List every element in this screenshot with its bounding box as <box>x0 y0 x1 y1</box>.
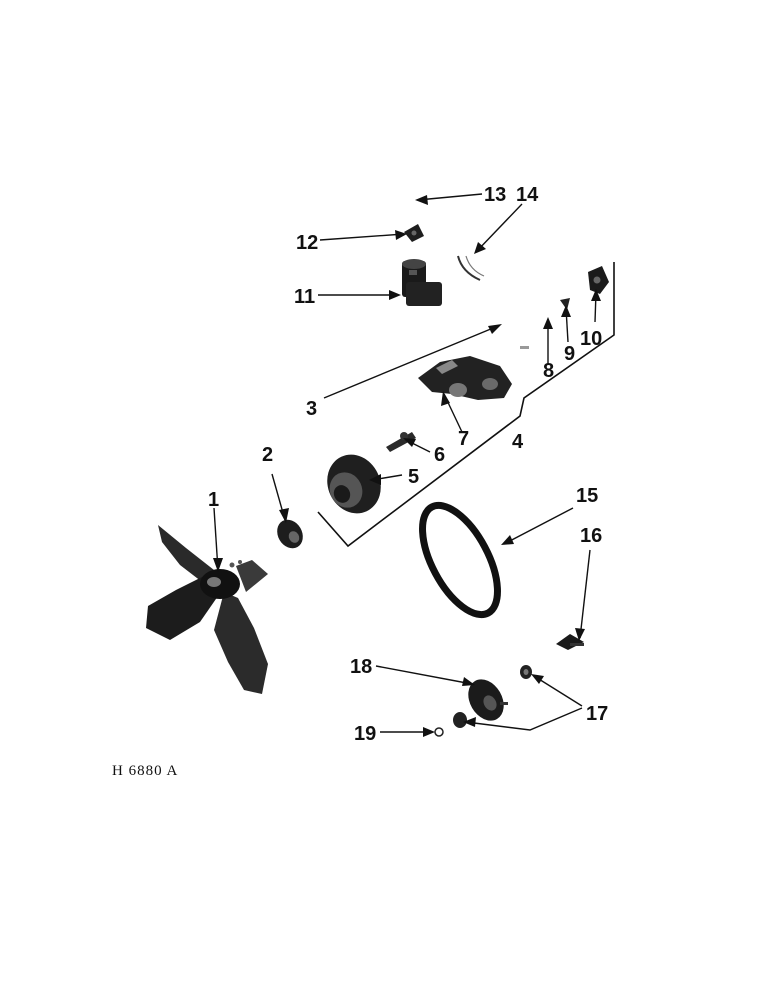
fitting-part <box>588 266 609 294</box>
reference-code: H 6880 A <box>112 763 179 779</box>
cap-screw-part <box>556 634 584 650</box>
callout-10: 10 <box>580 328 602 350</box>
callout-14: 14 <box>516 184 539 206</box>
callout-4: 4 <box>512 431 524 453</box>
arrowheads <box>213 195 601 737</box>
callout-3: 3 <box>306 398 317 420</box>
callout-labels: 1 2 3 4 5 6 7 8 9 10 11 12 13 14 15 16 1… <box>208 184 608 745</box>
callout-7: 7 <box>458 428 469 450</box>
callout-6: 6 <box>434 444 445 466</box>
callout-13: 13 <box>484 184 506 206</box>
washer-part <box>520 665 532 679</box>
thermostat-housing-part <box>402 259 442 306</box>
callout-1: 1 <box>208 489 219 511</box>
callout-15: 15 <box>576 485 598 507</box>
callout-2: 2 <box>262 444 273 466</box>
elbow-part <box>404 224 424 242</box>
callout-17: 17 <box>586 703 608 725</box>
callout-12: 12 <box>296 232 318 254</box>
callout-16: 16 <box>580 525 602 547</box>
callout-18: 18 <box>350 656 372 678</box>
pulley-part <box>327 454 381 514</box>
callout-5: 5 <box>408 466 419 488</box>
bolt-part <box>560 298 570 310</box>
nut-part <box>434 727 444 737</box>
fan-belt-part <box>419 501 501 619</box>
callout-19: 19 <box>354 723 376 745</box>
pin-part <box>520 346 529 349</box>
callout-11: 11 <box>294 286 315 308</box>
callout-8: 8 <box>543 360 554 382</box>
fan-part <box>146 525 268 694</box>
callout-9: 9 <box>564 343 575 365</box>
idler-pulley-part <box>468 679 508 721</box>
leader-lines <box>213 193 597 733</box>
hose-clamp-part <box>457 255 485 281</box>
water-pump-housing-part <box>418 356 512 400</box>
washer-part <box>453 712 467 728</box>
shaft-part <box>386 432 416 452</box>
spacer-part <box>277 519 303 549</box>
group-bracket <box>317 262 615 548</box>
